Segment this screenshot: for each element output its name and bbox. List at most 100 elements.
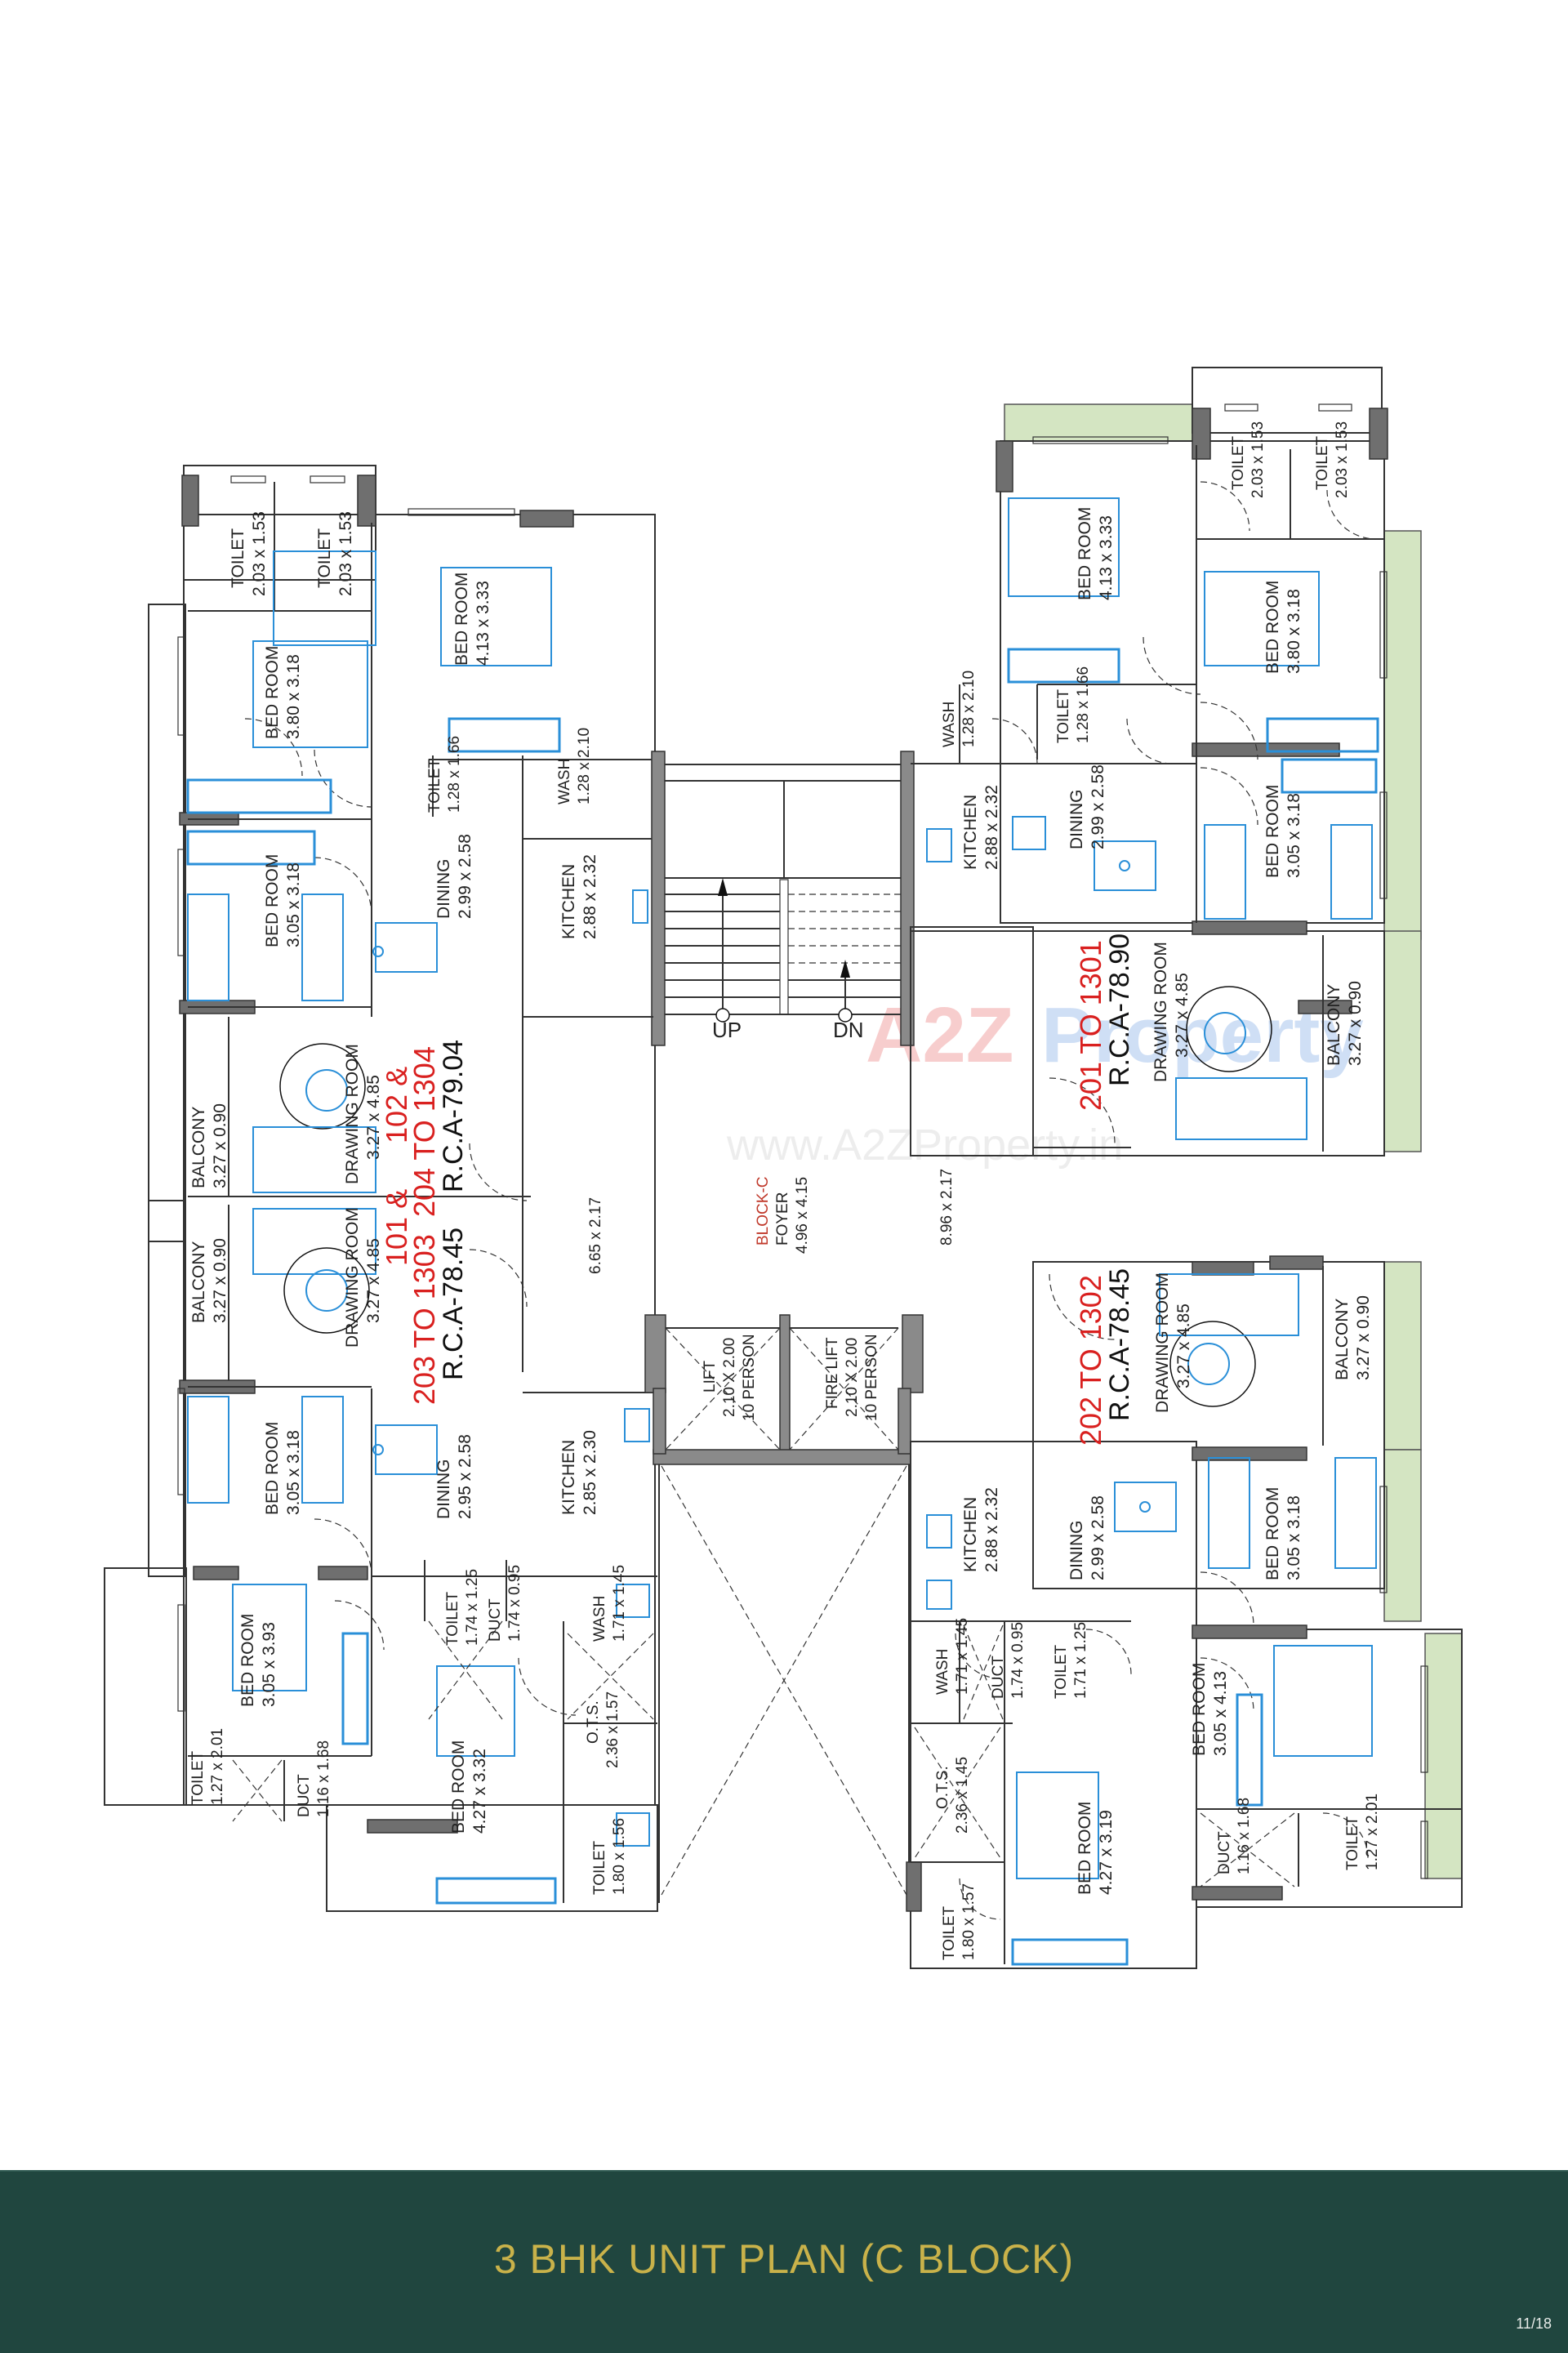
svg-text:DRAWING ROOM: DRAWING ROOM: [1152, 942, 1170, 1082]
svg-text:DUCT: DUCT: [487, 1598, 504, 1642]
svg-text:8.96 x 2.17: 8.96 x 2.17: [938, 1169, 956, 1246]
page-number: 11/18: [1516, 2315, 1552, 2332]
watermark-logo-a2z: A2Z: [866, 992, 1013, 1079]
room-label-dining: DINING 2.95 x 2.58: [434, 1434, 474, 1519]
svg-text:2.03 x 1.53: 2.03 x 1.53: [1334, 421, 1351, 498]
svg-text:BED ROOM: BED ROOM: [238, 1614, 257, 1707]
svg-text:TOILET: TOILET: [1314, 435, 1331, 490]
svg-text:2.85 x 2.30: 2.85 x 2.30: [581, 1430, 599, 1515]
svg-text:3.27 x 4.85: 3.27 x 4.85: [1173, 973, 1192, 1058]
svg-text:BALCONY: BALCONY: [189, 1241, 208, 1323]
svg-text:3.05 x 3.93: 3.05 x 3.93: [260, 1622, 278, 1707]
room-label-duct: DUCT 1.74 x 0.95: [487, 1565, 523, 1642]
watermark-url: www.A2ZProperty.in: [726, 1121, 1123, 1170]
lift-label: LIFT 2.10 X 2.00 10 PERSON: [702, 1334, 758, 1421]
svg-text:204 TO 1304: 204 TO 1304: [408, 1046, 441, 1217]
svg-text:3.27 x 4.85: 3.27 x 4.85: [1174, 1304, 1193, 1388]
room-label-toilet: TOILET 1.28 x 1.66: [426, 736, 463, 813]
svg-text:1.27 x 2.01: 1.27 x 2.01: [209, 1728, 226, 1805]
svg-text:1.71 x 1.45: 1.71 x 1.45: [611, 1565, 628, 1642]
svg-text:3.05 x 3.18: 3.05 x 3.18: [284, 862, 303, 947]
svg-text:101 &: 101 &: [380, 1189, 413, 1266]
room-label-bed-room: BED ROOM 3.05 x 3.93: [238, 1614, 278, 1707]
svg-text:BED ROOM: BED ROOM: [263, 854, 282, 947]
svg-text:3.27 x 0.90: 3.27 x 0.90: [1346, 981, 1365, 1066]
room-label-bed-room: BED ROOM 4.27 x 3.19: [1076, 1802, 1116, 1895]
lobby-left-size: 6.65 x 2.17: [587, 1197, 604, 1274]
svg-text:1.28 x 1.66: 1.28 x 1.66: [1075, 666, 1092, 743]
left-wing-structure: [104, 465, 658, 1912]
fire-lift-label: FIRE LIFT 2.10 X 2.00 10 PERSON: [824, 1334, 880, 1421]
svg-text:102 &: 102 &: [380, 1067, 413, 1143]
svg-text:WASH: WASH: [941, 702, 958, 747]
room-label-bed-room: BED ROOM 3.05 x 3.18: [263, 1422, 303, 1515]
svg-text:3.27 x 4.85: 3.27 x 4.85: [364, 1238, 383, 1323]
svg-text:BED ROOM: BED ROOM: [1076, 1802, 1094, 1895]
svg-text:KITCHEN: KITCHEN: [961, 1497, 980, 1572]
svg-text:1.74 x 0.95: 1.74 x 0.95: [506, 1565, 523, 1642]
svg-text:2.99 x 2.58: 2.99 x 2.58: [456, 834, 474, 919]
svg-text:2.10 X 2.00: 2.10 X 2.00: [844, 1338, 861, 1417]
room-label-kitchen: KITCHEN 2.88 x 2.32: [961, 1487, 1001, 1572]
room-label-duct: DUCT 1.74 x 0.95: [990, 1622, 1027, 1699]
room-label-wash: WASH 1.71 x 1.45: [934, 1618, 971, 1695]
svg-text:R.C.A-78.45: R.C.A-78.45: [438, 1228, 469, 1380]
svg-text:1.28 x 2.10: 1.28 x 2.10: [576, 728, 593, 804]
svg-text:202 TO 1302: 202 TO 1302: [1074, 1275, 1107, 1446]
right-wing-furniture: [926, 497, 1379, 1966]
svg-text:BED ROOM: BED ROOM: [1263, 1487, 1282, 1580]
floor-plan-area: A2Z Property www.A2ZProperty.in: [104, 367, 1463, 1969]
svg-text:WASH: WASH: [934, 1649, 951, 1695]
svg-text:DRAWING ROOM: DRAWING ROOM: [1153, 1272, 1172, 1413]
svg-text:R.C.A-79.04: R.C.A-79.04: [438, 1040, 469, 1192]
svg-text:1.80 x 1.57: 1.80 x 1.57: [960, 1883, 978, 1960]
room-label-bed-room: BED ROOM 3.80 x 3.18: [263, 646, 303, 739]
room-label-kitchen: KITCHEN 2.88 x 2.32: [559, 854, 599, 939]
svg-text:BLOCK-C: BLOCK-C: [755, 1177, 772, 1246]
svg-text:3.27 x 0.90: 3.27 x 0.90: [1354, 1295, 1373, 1380]
svg-text:DUCT: DUCT: [990, 1656, 1007, 1699]
svg-text:2.95 x 2.58: 2.95 x 2.58: [456, 1434, 474, 1519]
svg-text:4.27 x 3.19: 4.27 x 3.19: [1097, 1810, 1116, 1895]
svg-text:O.T.S.: O.T.S.: [585, 1700, 602, 1744]
room-label-ots: O.T.S. 2.36 x 1.57: [585, 1691, 621, 1768]
room-label-toilet: TOILET 2.03 x 1.53: [1230, 421, 1267, 498]
svg-text:4.96 x 4.15: 4.96 x 4.15: [794, 1177, 811, 1254]
svg-text:KITCHEN: KITCHEN: [559, 864, 578, 939]
svg-text:203 TO 1303: 203 TO 1303: [408, 1234, 441, 1405]
room-label-balcony: BALCONY 3.27 x 0.90: [1325, 981, 1365, 1066]
room-label-balcony: BALCONY 3.27 x 0.90: [189, 1238, 229, 1323]
room-label-toilet: TOILET 1.27 x 2.01: [189, 1728, 226, 1805]
room-label-toilet: TOILET 2.03 x 1.53: [229, 511, 269, 596]
room-label-duct: DUCT 1.16 x 1.68: [1216, 1798, 1253, 1874]
staircase: [665, 877, 901, 1023]
svg-text:2.03 x 1.53: 2.03 x 1.53: [1250, 421, 1267, 498]
svg-text:1.27 x 2.01: 1.27 x 2.01: [1364, 1794, 1381, 1870]
svg-text:BED ROOM: BED ROOM: [1263, 581, 1282, 674]
svg-text:DUCT: DUCT: [296, 1774, 313, 1817]
room-label-bed-room: BED ROOM 3.05 x 3.18: [263, 854, 303, 947]
room-label-dining: DINING 2.99 x 2.58: [434, 834, 474, 919]
svg-text:BED ROOM: BED ROOM: [1076, 507, 1094, 600]
svg-text:BED ROOM: BED ROOM: [1263, 785, 1282, 878]
room-label-balcony: BALCONY 3.27 x 0.90: [189, 1103, 229, 1188]
room-label-bed-room: BED ROOM 4.13 x 3.33: [1076, 507, 1116, 600]
page-title: 3 BHK UNIT PLAN (C BLOCK): [493, 2236, 1075, 2282]
room-label-kitchen: KITCHEN 2.88 x 2.32: [961, 785, 1001, 870]
lobby-right-size: 8.96 x 2.17: [938, 1169, 956, 1246]
svg-text:TOILET: TOILET: [444, 1591, 461, 1646]
svg-text:1.28 x 2.10: 1.28 x 2.10: [960, 671, 978, 747]
svg-text:3.27 x 4.85: 3.27 x 4.85: [364, 1075, 383, 1160]
svg-text:R.C.A-78.90: R.C.A-78.90: [1104, 934, 1135, 1086]
svg-text:KITCHEN: KITCHEN: [559, 1440, 578, 1515]
room-label-duct: DUCT 1.16 x 1.68: [296, 1740, 332, 1817]
room-label-bed-room: BED ROOM 3.05 x 4.13: [1190, 1663, 1230, 1756]
room-label-bed-room: BED ROOM 3.05 x 3.18: [1263, 785, 1303, 878]
svg-text:WASH: WASH: [591, 1596, 608, 1642]
svg-text:3.80 x 3.18: 3.80 x 3.18: [284, 654, 303, 739]
svg-text:2.88 x 2.32: 2.88 x 2.32: [982, 1487, 1001, 1572]
svg-text:TOILET: TOILET: [591, 1840, 608, 1895]
svg-text:2.10 X 2.00: 2.10 X 2.00: [721, 1338, 738, 1417]
svg-text:O.T.S.: O.T.S.: [934, 1766, 951, 1809]
svg-text:DUCT: DUCT: [1216, 1831, 1233, 1874]
